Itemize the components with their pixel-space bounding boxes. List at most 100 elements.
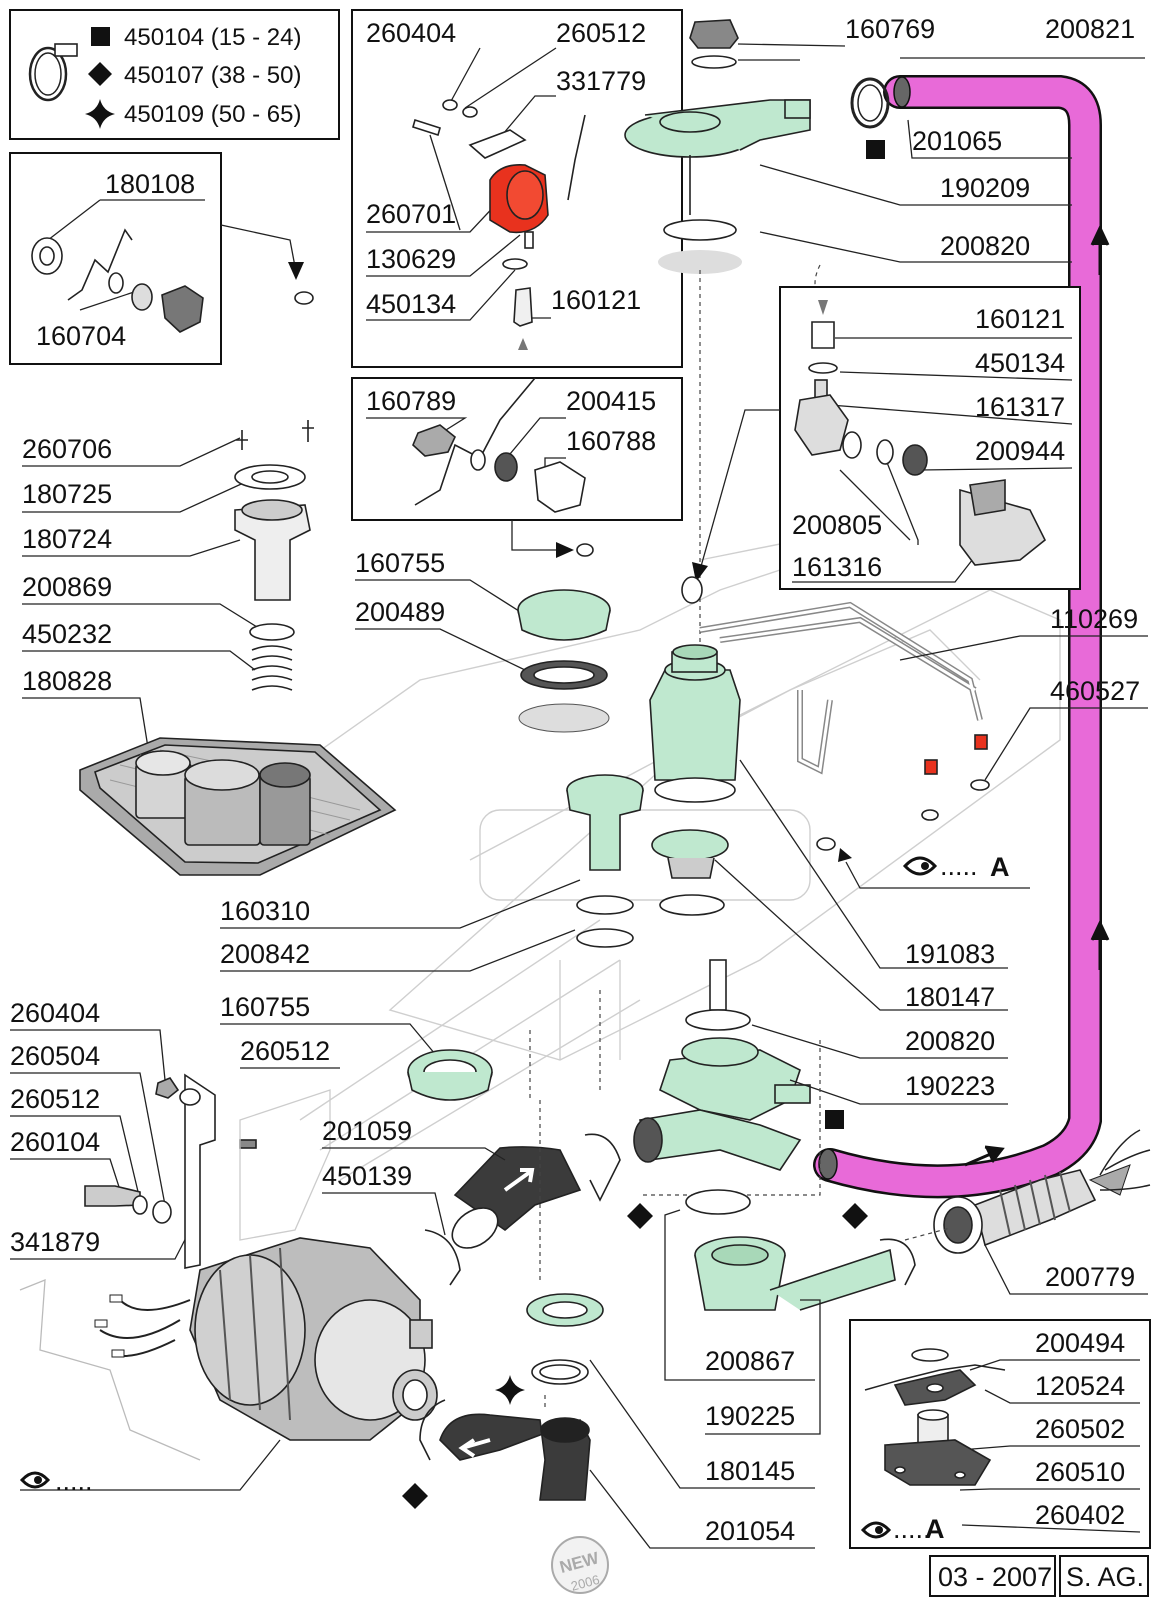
part-label-200820: 200820 (905, 1026, 995, 1056)
top-cap-assembly: 160769 (689, 14, 935, 69)
level-switch-red (489, 163, 549, 249)
part-label-260504: 260504 (10, 1041, 100, 1071)
part-label-200944: 200944 (975, 436, 1065, 466)
legend-diamond-icon (88, 62, 112, 86)
part-label-160769: 160769 (845, 14, 935, 44)
part-label-190209: 190209 (940, 173, 1030, 203)
arrow-head (692, 562, 708, 582)
part-label-160310: 160310 (220, 896, 310, 926)
inset-heater-view-a: 200494 120524 260502 260510 260402 .....… (849, 1319, 1151, 1549)
part-label-200779: 200779 (1045, 1262, 1135, 1292)
clamp-star-icon (495, 1375, 525, 1405)
footer-date: 03 - 2007 (938, 1562, 1052, 1592)
part-label-200805: 200805 (792, 510, 882, 540)
arrow-head (818, 300, 828, 315)
part-label-180108: 180108 (105, 169, 195, 199)
inset-level-switch: 260404 260512 331779 260701 130629 45013… (351, 9, 683, 368)
legend-item-square: 450104 (15 - 24) (124, 24, 301, 51)
part-label-110269: 110269 (1050, 604, 1138, 634)
flow-arrow-icon (458, 1438, 491, 1458)
part-label-200867: 200867 (705, 1346, 795, 1376)
part-label-180828: 180828 (22, 666, 112, 696)
part-label-260512: 260512 (240, 1036, 330, 1066)
part-label-160704: 160704 (36, 321, 126, 351)
salt-valve-180147 (651, 829, 729, 916)
part-label-120524: 120524 (1035, 1371, 1125, 1401)
part-label-160789: 160789 (366, 386, 456, 416)
pump-view-dots: ..... (55, 1466, 93, 1496)
gasket-180145 (495, 1293, 604, 1405)
inset-fitting-161317: 160121 450134 161317 200944 200805 16131… (779, 286, 1081, 590)
pump-view-marker: ..... (19, 1466, 93, 1496)
part-label-450134: 450134 (975, 348, 1065, 378)
clamp-diamond-icon (627, 1203, 653, 1229)
part-label-260402: 260402 (1035, 1500, 1125, 1530)
part-label-180145: 180145 (705, 1456, 795, 1486)
arrow-head (838, 848, 852, 862)
part-label-161316: 161316 (792, 552, 882, 582)
part-label-200494: 200494 (1035, 1328, 1125, 1358)
clamp-diamond-icon (842, 1203, 868, 1229)
eye-icon (860, 1521, 892, 1539)
air-break-190209 (624, 99, 811, 274)
clamp-legend: 450104 (15 - 24) 450107 (38 - 50) 450109… (9, 9, 340, 140)
drain-connector-160310 (566, 774, 644, 948)
part-label-341879: 341879 (10, 1227, 100, 1257)
part-label-260512: 260512 (10, 1084, 100, 1114)
sump-190223 (633, 959, 811, 1171)
leader-160789 (511, 520, 560, 551)
part-label-190223: 190223 (905, 1071, 995, 1101)
part-label-160788: 160788 (566, 426, 656, 456)
arrow-head (518, 338, 528, 350)
flow-arrow-icon (964, 1145, 1005, 1167)
part-label-190225: 190225 (705, 1401, 795, 1431)
part-label-200869: 200869 (22, 572, 112, 602)
leader-180108-to-seal (220, 224, 297, 273)
part-label-260404: 260404 (366, 18, 456, 48)
view-a-dots: ..... (940, 851, 978, 881)
gasket-160755 (407, 1049, 493, 1101)
salt-container-cap (517, 589, 611, 733)
stamp-year: 2006 (569, 1572, 601, 1594)
part-label-200842: 200842 (220, 939, 310, 969)
part-label-160121: 160121 (975, 304, 1065, 334)
part-label-200415: 200415 (566, 386, 656, 416)
part-label-160121: 160121 (551, 285, 641, 315)
mounting-bracket-341879 (84, 1073, 331, 1269)
part-label-180725: 180725 (22, 479, 112, 509)
clamp-square-icon (866, 140, 885, 159)
part-label-260404: 260404 (10, 998, 100, 1028)
new-2006-stamp: NEW 2006 (551, 1536, 609, 1594)
eye-icon (902, 856, 938, 876)
hose-201054 (402, 1399, 591, 1509)
part-label-260512: 260512 (556, 18, 646, 48)
inset-plug-160789: 160789 200415 160788 (351, 377, 683, 521)
leader-161317-inset (699, 409, 780, 571)
part-label-160755: 160755 (220, 992, 310, 1022)
clamp-square-icon (825, 1110, 844, 1129)
part-label-160755: 160755 (355, 548, 445, 578)
filter-tray-180828 (79, 737, 397, 876)
view-a-label: A (990, 852, 1010, 882)
part-label-260706: 260706 (22, 434, 112, 464)
flow-arrow-icon (1090, 919, 1110, 970)
hose-201059 (451, 1133, 653, 1249)
part-label-200821: 200821 (1045, 14, 1135, 44)
inlet-pipe-191083 (649, 644, 741, 803)
part-label-460527: 460527 (1050, 676, 1140, 706)
legend-item-star: 450109 (50 - 65) (124, 101, 301, 128)
part-label-201065: 201065 (912, 126, 1002, 156)
legend-star-icon (85, 99, 115, 129)
flow-arrow-icon (503, 1168, 535, 1192)
eye-icon (19, 1471, 51, 1489)
clamp-diamond-icon (402, 1483, 428, 1509)
footer-author: S. AG. (1066, 1562, 1144, 1592)
legend-item-diamond: 450107 (38 - 50) (124, 62, 301, 89)
hose-clamp-201065 (850, 77, 890, 159)
part-label-260104: 260104 (10, 1127, 100, 1157)
part-label-260701: 260701 (366, 199, 456, 229)
spray-arm-tube-110269 (699, 601, 988, 775)
part-label-200489: 200489 (355, 597, 445, 627)
inset-drain-plug: 180108 160704 (9, 152, 222, 365)
